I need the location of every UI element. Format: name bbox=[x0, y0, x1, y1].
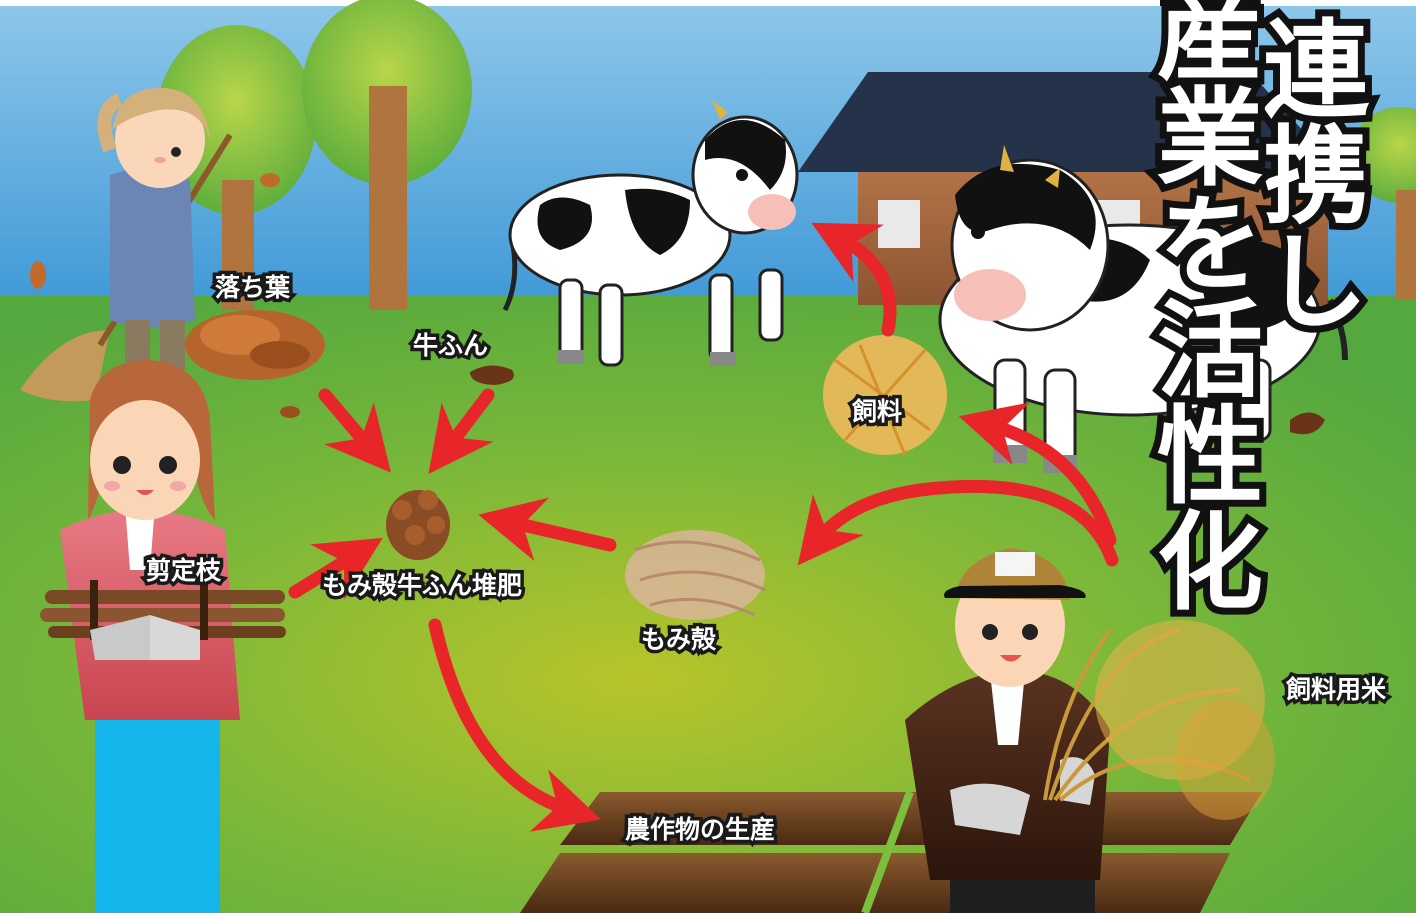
farmer bbox=[905, 548, 1110, 913]
label-feed: 飼料 bbox=[848, 394, 905, 430]
branch-bundle bbox=[40, 580, 286, 640]
label-compost: もみ殻牛ふん堆肥 bbox=[318, 568, 525, 604]
rice-husks bbox=[625, 530, 766, 620]
label-pruned-branches: 剪定枝 bbox=[142, 553, 224, 589]
tree-right bbox=[1350, 107, 1416, 300]
woman-sweeping bbox=[20, 87, 233, 402]
tree-middle bbox=[302, 0, 472, 310]
arrow-branches-to-compost bbox=[288, 537, 383, 600]
label-cow-manure: 牛ふん bbox=[409, 328, 491, 364]
compost-pile bbox=[386, 490, 450, 560]
feed-rice-plant bbox=[1043, 620, 1275, 820]
label-crop-production: 農作物の生産 bbox=[621, 812, 778, 848]
cow-left bbox=[502, 100, 799, 367]
label-rice-husks: もみ殻 bbox=[637, 622, 719, 658]
label-feed-rice: 飼料用米 bbox=[1282, 672, 1389, 708]
arrow-rice-to-feed bbox=[958, 402, 1117, 547]
arrow-compost-to-crops bbox=[428, 618, 602, 832]
arrow-manure-to-compost bbox=[428, 388, 495, 474]
title-column-2: 産業を活性化 bbox=[1132, 0, 1269, 619]
leaf-pile bbox=[30, 173, 325, 418]
arrow-rice-to-husks bbox=[797, 479, 1119, 567]
cow-manure bbox=[470, 365, 514, 385]
woman-branches bbox=[40, 360, 286, 913]
arrow-feed-to-cow bbox=[811, 222, 897, 337]
flow-arrows bbox=[288, 222, 1119, 832]
title-column-1: 連携し bbox=[1238, 7, 1375, 339]
label-fallen-leaves: 落ち葉 bbox=[211, 270, 293, 306]
arrow-husks-to-compost bbox=[478, 497, 617, 561]
cow-right bbox=[938, 145, 1348, 473]
arrow-leaves-to-compost bbox=[318, 388, 392, 473]
feed-hay bbox=[823, 335, 947, 456]
